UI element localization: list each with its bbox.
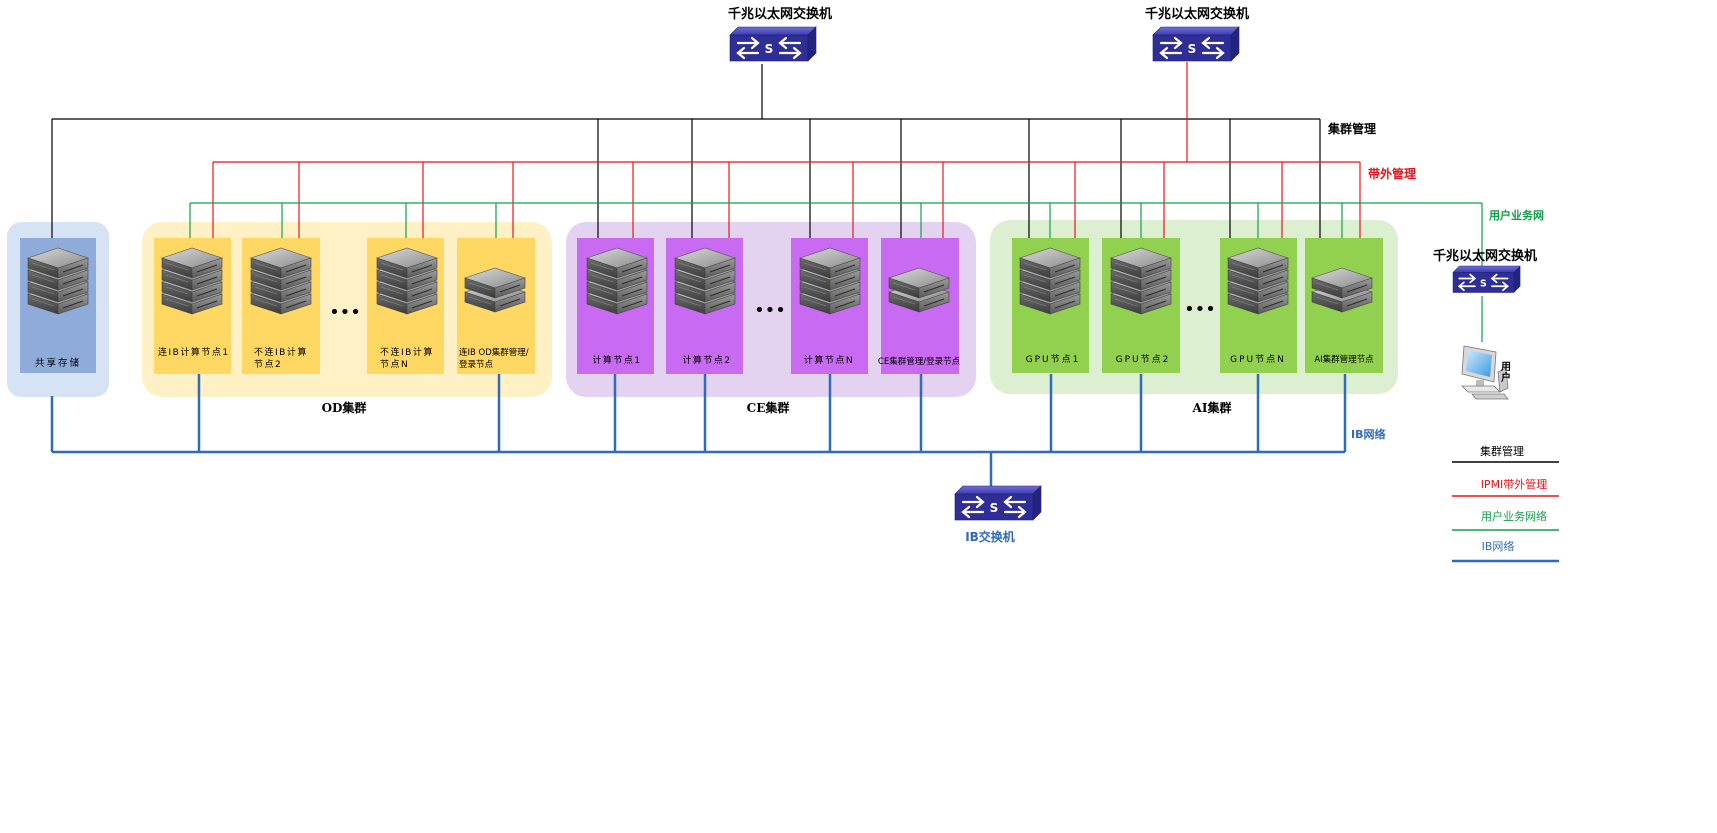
ipmi-network-lines	[212, 62, 1361, 240]
od-cluster-name: OD集群	[322, 400, 367, 415]
node-label: 连IB OD集群管理/登录节点	[459, 348, 529, 370]
server-icon	[587, 248, 647, 314]
ib-network-lines	[50, 374, 1347, 486]
switch-icon	[1452, 265, 1521, 294]
top-right-ethernet-switch[interactable]: 千兆以太网交换机	[1145, 6, 1249, 63]
ce-node-n[interactable]: 计算节点N	[791, 238, 868, 374]
user-label-char-2: 户	[1500, 371, 1511, 384]
legend-mgmt-label: 集群管理	[1480, 444, 1524, 458]
legend: 集群管理 IPMI带外管理 用户业务网络 IB网络	[1452, 444, 1559, 563]
ce-cluster-name: CE集群	[747, 400, 790, 415]
ai-cluster-name: AI集群	[1192, 400, 1232, 415]
ai-mgmt-node[interactable]: AI集群管理节点	[1305, 238, 1383, 373]
server-icon	[1020, 248, 1080, 314]
od-node-1[interactable]: 连IB计算节点1	[154, 238, 231, 374]
node-label: 计算节点N	[804, 354, 854, 366]
ai-gpu-node-n[interactable]: GPU节点N	[1220, 238, 1297, 373]
ib-network-label: IB网络	[1351, 427, 1385, 441]
ce-node-1[interactable]: 计算节点1	[577, 238, 654, 374]
user-label: 用	[1500, 361, 1511, 373]
server-icon	[162, 248, 222, 314]
legend-ib-label: IB网络	[1482, 539, 1515, 553]
od-node-2[interactable]: 不连IB计算节点2	[242, 238, 320, 374]
ce-ellipsis: •••	[754, 300, 786, 321]
top-left-ethernet-switch[interactable]: 千兆以太网交换机	[728, 6, 832, 63]
storage-label: 共享存储	[35, 357, 81, 369]
node-label: 不连IB计算节点N	[380, 348, 434, 370]
switch-icon	[728, 25, 818, 63]
ai-ellipsis: •••	[1184, 299, 1216, 320]
ai-gpu-node-2[interactable]: GPU节点2	[1102, 238, 1180, 373]
ce-node-2[interactable]: 计算节点2	[666, 238, 743, 374]
user-terminal[interactable]: 用 户	[1461, 345, 1511, 400]
user-label-2: 户	[1500, 371, 1511, 384]
node-label: GPU节点2	[1116, 354, 1171, 365]
side-ethernet-switch[interactable]: 千兆以太网交换机	[1433, 248, 1537, 294]
switch-icon	[953, 484, 1043, 522]
legend-user-label: 用户业务网络	[1481, 509, 1547, 523]
switch-label: 千兆以太网交换机	[1433, 248, 1537, 264]
node-label: AI集群管理节点	[1314, 354, 1374, 365]
node-label: 连IB计算节点1	[158, 348, 230, 358]
ai-gpu-node-1[interactable]: GPU节点1	[1012, 238, 1089, 373]
node-label: CE集群管理/登录节点	[878, 356, 961, 367]
switch-label: 千兆以太网交换机	[1145, 6, 1249, 22]
node-label: 计算节点2	[682, 354, 731, 366]
cluster-mgmt-label: 集群管理	[1327, 121, 1376, 136]
node-label: GPU节点N	[1230, 354, 1286, 365]
server-icon	[675, 248, 735, 314]
user-label-char-1: 用	[1500, 361, 1511, 373]
server-icon	[800, 248, 860, 314]
cluster-mgmt-network-lines	[51, 64, 1321, 240]
user-business-label: 用户业务网	[1489, 208, 1544, 222]
switch-label: 千兆以太网交换机	[728, 6, 832, 22]
switch-icon	[1151, 25, 1241, 63]
node-label: 不连IB计算节点2	[254, 348, 308, 370]
ipmi-label: 带外管理	[1368, 166, 1416, 181]
od-mgmt-login-node[interactable]: 连IB OD集群管理/登录节点	[457, 238, 535, 374]
node-label: 计算节点1	[592, 354, 641, 366]
server-icon	[1228, 248, 1288, 314]
ib-switch[interactable]: IB交换机	[953, 484, 1043, 544]
od-node-n[interactable]: 不连IB计算节点N	[367, 238, 444, 374]
node-label: GPU节点1	[1026, 354, 1081, 365]
user-network-lines	[189, 202, 1483, 342]
storage-server-icon	[28, 248, 88, 314]
server-icon	[251, 248, 311, 314]
server-icon	[1111, 248, 1171, 314]
od-ellipsis: •••	[329, 302, 361, 323]
legend-ipmi-label: IPMI带外管理	[1481, 477, 1548, 491]
shared-storage-node[interactable]: 共享存储	[20, 238, 96, 373]
ce-mgmt-login-node[interactable]: CE集群管理/登录节点	[878, 238, 961, 374]
server-icon	[377, 248, 437, 314]
switch-label: IB交换机	[965, 529, 1015, 544]
